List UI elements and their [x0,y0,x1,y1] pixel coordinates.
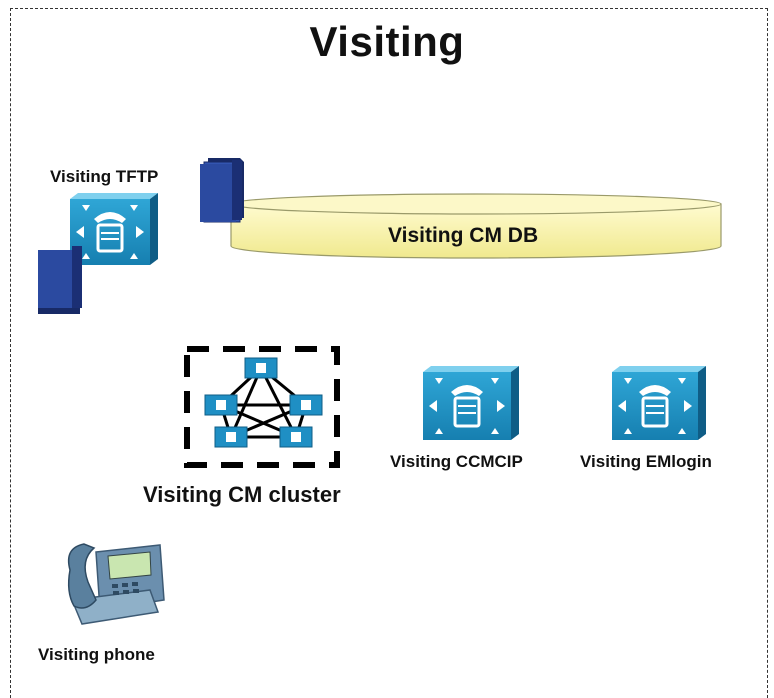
node-label-emlogin: Visiting EMlogin [580,452,712,471]
node-label-cluster: Visiting CM cluster [143,482,341,507]
node-label-tftp: Visiting TFTP [50,167,159,186]
call-manager-server-icon [423,366,519,440]
database-cylinder-icon [230,193,722,259]
diagram-frame [10,8,768,698]
call-manager-server-icon [612,366,706,440]
document-icon [38,246,82,314]
node-label-phone: Visiting phone [38,645,155,664]
node-label-ccmcip: Visiting CCMCIP [390,452,523,471]
ip-phone-icon [67,543,165,625]
node-label-db: Visiting CM DB [388,224,539,247]
document-icon [200,158,244,223]
call-manager-server-icon [70,193,158,265]
diagram-title: Visiting [309,18,465,65]
cluster-mesh-icon [184,346,340,468]
